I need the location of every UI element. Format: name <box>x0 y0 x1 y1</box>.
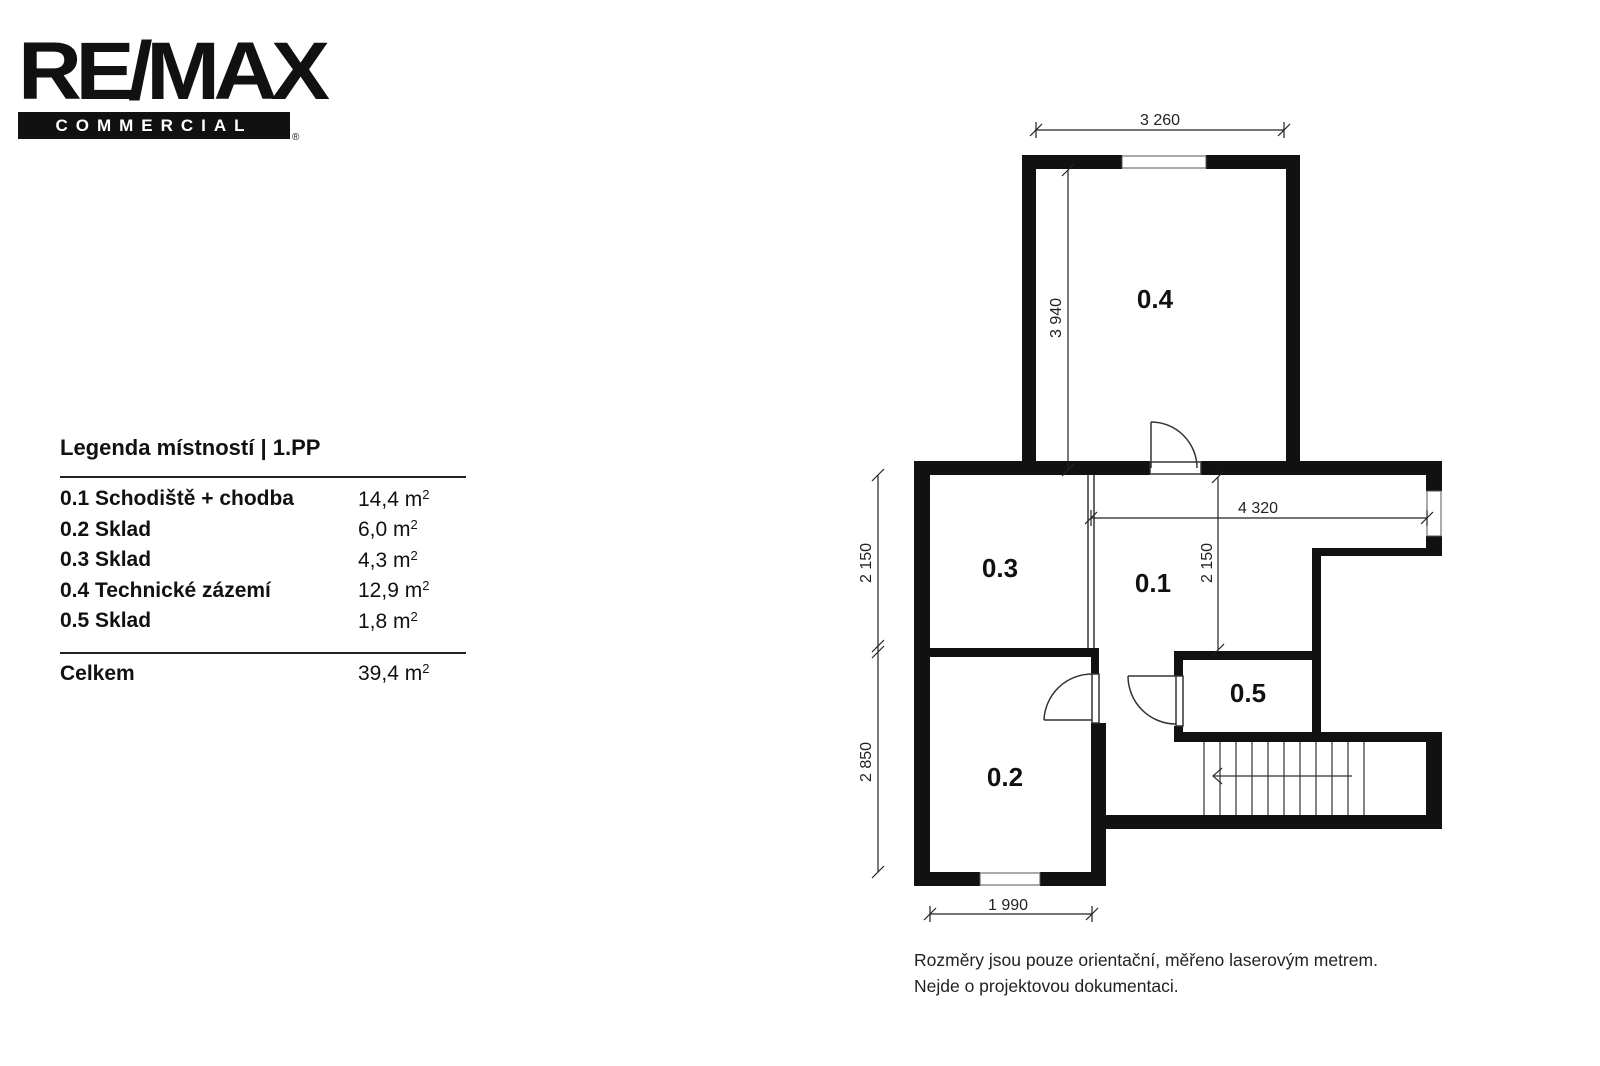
window-top <box>1121 155 1207 169</box>
room-label-0-2: 0.2 <box>987 762 1023 792</box>
door-0-2 <box>1043 673 1100 724</box>
logo-wordmark: RE/MAX <box>18 26 330 117</box>
disclaimer-line-1: Rozměry jsou pouze orientační, měřeno la… <box>914 950 1378 970</box>
legend-divider <box>60 476 466 478</box>
room-label-0-4: 0.4 <box>1137 284 1174 314</box>
legend-room-area: 1,8 m2 <box>358 608 418 633</box>
legend-row: 0.1 Schodiště + chodba 14,4 m2 <box>60 484 466 515</box>
legend-row: 0.3 Sklad 4,3 m2 <box>60 545 466 576</box>
room-labels: 0.4 0.3 0.1 0.2 0.5 <box>982 284 1266 792</box>
legend-total-area: 39,4 m2 <box>358 661 430 685</box>
dim-top-width: 3 260 <box>1140 112 1180 129</box>
windows <box>979 155 1442 886</box>
dimension-lines <box>871 122 1434 922</box>
legend-room-name: 0.5 Sklad <box>60 609 152 633</box>
disclaimer-note: Rozměry jsou pouze orientační, měřeno la… <box>914 947 1378 999</box>
dim-bottom-width: 1 990 <box>988 897 1028 914</box>
logo-subtitle: COMMERCIAL <box>18 112 290 139</box>
room-legend: Legenda místností | 1.PP 0.1 Schodiště +… <box>60 432 466 692</box>
room-label-0-3: 0.3 <box>982 553 1018 583</box>
legend-row: 0.5 Sklad 1,8 m2 <box>60 606 466 637</box>
room-label-0-1: 0.1 <box>1135 568 1171 598</box>
legend-total-label: Celkem <box>60 661 135 685</box>
legend-room-area: 14,4 m2 <box>358 486 430 511</box>
legend-room-name: 0.3 Sklad <box>60 548 152 572</box>
dim-r04-height: 3 940 <box>1048 298 1065 338</box>
staircase <box>1203 742 1365 815</box>
registered-mark: ® <box>292 132 300 143</box>
legend-room-area: 12,9 m2 <box>358 578 430 603</box>
window-bottom <box>979 872 1041 886</box>
legend-row: 0.2 Sklad 6,0 m2 <box>60 515 466 546</box>
legend-room-name: 0.2 Sklad <box>60 517 152 541</box>
room-label-0-5: 0.5 <box>1230 678 1266 708</box>
legend-room-area: 6,0 m2 <box>358 517 418 542</box>
dim-r01-height: 2 150 <box>1199 543 1216 583</box>
door-0-4 <box>1149 421 1202 475</box>
remax-commercial-logo: RE/MAX COMMERCIAL ® <box>18 31 330 146</box>
dim-left-upper: 2 150 <box>858 543 875 583</box>
legend-total-row: Celkem 39,4 m2 <box>60 656 466 692</box>
door-0-5 <box>1127 675 1184 727</box>
doors <box>1043 421 1202 727</box>
disclaimer-line-2: Nejde o projektovou dokumentaci. <box>914 976 1179 996</box>
legend-room-name: 0.1 Schodiště + chodba <box>60 487 294 511</box>
window-right <box>1426 490 1442 537</box>
legend-title: Legenda místností | 1.PP <box>60 435 321 460</box>
legend-rows: 0.1 Schodiště + chodba 14,4 m2 0.2 Sklad… <box>60 478 466 637</box>
dim-corridor-width: 4 320 <box>1238 500 1278 517</box>
dim-left-lower: 2 850 <box>858 742 875 782</box>
walls <box>914 155 1442 886</box>
legend-room-area: 4,3 m2 <box>358 547 418 572</box>
legend-room-name: 0.4 Technické zázemí <box>60 578 271 602</box>
legend-total-divider <box>60 651 466 654</box>
dimension-labels: 3 260 3 940 4 320 2 150 2 150 2 850 1 99… <box>858 112 1278 914</box>
legend-row: 0.4 Technické zázemí 12,9 m2 <box>60 576 466 607</box>
partition-lines <box>1087 475 1095 648</box>
